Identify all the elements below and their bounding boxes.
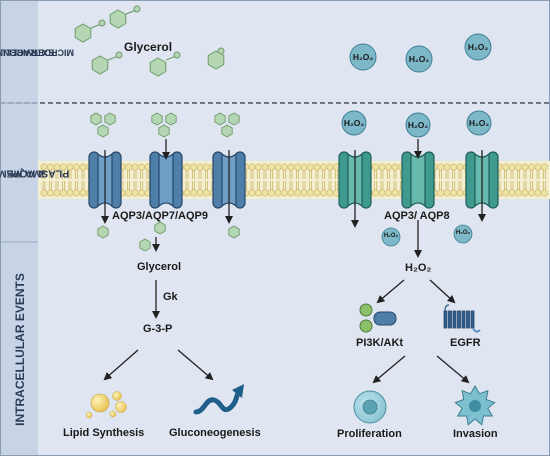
h2o2-label: H₂O₂ <box>455 230 471 236</box>
glycerol-molecule-icon <box>109 5 141 29</box>
h2o2-molecule-icon <box>453 224 473 244</box>
section-label-extracellular: EXTRACELLULARMICROENVIRONMENT <box>0 47 74 57</box>
glycerol-extracellular-label: Glycerol <box>124 40 173 54</box>
pathway-arrow <box>429 279 456 304</box>
glycerol-molecule-icon <box>139 238 151 252</box>
glycerol-molecule-icon <box>149 51 181 77</box>
aqp-glycerol-channel <box>149 151 183 209</box>
lipid-bilayer <box>38 161 550 199</box>
lipid-droplets-icon <box>85 391 127 419</box>
aqp-glycerol-channels-label: AQP3/AQP7/AQP9 <box>112 210 208 222</box>
h2o2-label: H₂O₂ <box>408 54 430 64</box>
egfr-label: EGFR <box>450 337 481 349</box>
h2o2-label: H₂O₂ <box>468 118 490 128</box>
section-sidebar <box>0 0 38 456</box>
h2o2-label: H₂O₂ <box>407 120 429 130</box>
h2o2-molecule-icon <box>341 110 367 136</box>
pi3k-akt-icon <box>359 303 397 333</box>
glycerol-molecule-icon <box>207 47 225 70</box>
gluconeogenesis-label: Gluconeogenesis <box>169 427 261 439</box>
proliferating-cell-icon <box>353 390 387 424</box>
glycerol-molecule-icon <box>154 221 166 235</box>
glycerol-molecule-icon <box>74 19 106 43</box>
proliferation-label: Proliferation <box>337 428 402 440</box>
pathway-arrow <box>436 355 470 384</box>
h2o2-molecule-icon <box>466 110 492 136</box>
section-label-intracellular: INTRACELLULAR EVENTS <box>12 272 27 426</box>
glycerol-molecule-icon <box>91 51 123 75</box>
h2o2-intracellular-label: H₂O₂ <box>405 262 432 274</box>
pathway-arrow <box>177 349 214 381</box>
pathway-arrow <box>103 349 139 381</box>
h2o2-label: H₂O₂ <box>343 118 365 128</box>
invasive-cell-icon <box>454 384 496 426</box>
h2o2-label: H₂O₂ <box>467 42 489 52</box>
h2o2-molecule-icon <box>405 112 431 138</box>
aqp-h2o2-channel <box>401 151 435 209</box>
gk-enzyme-label: Gk <box>163 291 178 303</box>
section-label-membrane: PLASMA MEMBRANE& AQPs <box>0 167 69 179</box>
invasion-label: Invasion <box>453 428 498 440</box>
pathway-arrow <box>376 279 405 304</box>
pi3k-akt-label: PI3K/AKt <box>356 337 404 349</box>
h2o2-label: H₂O₂ <box>383 233 399 239</box>
lipid-synthesis-label: Lipid Synthesis <box>63 427 145 439</box>
h2o2-molecule-icon <box>349 43 377 71</box>
g3p-label: G-3-P <box>143 323 173 335</box>
glycerol-molecule-icon <box>97 225 109 239</box>
gluconeogenesis-trend-icon <box>193 384 244 415</box>
h2o2-molecule-icon <box>464 33 492 61</box>
glycerol-molecule-icon <box>228 225 240 239</box>
aqp-h2o2-channels-label: AQP3/ AQP8 <box>384 210 450 222</box>
egfr-receptor-icon <box>443 304 481 333</box>
glycerol-intracellular-label: Glycerol <box>137 261 182 273</box>
h2o2-molecule-icon <box>405 45 433 73</box>
pathway-arrow <box>372 355 406 384</box>
h2o2-molecule-icon <box>381 227 401 247</box>
h2o2-label: H₂O₂ <box>352 52 374 62</box>
